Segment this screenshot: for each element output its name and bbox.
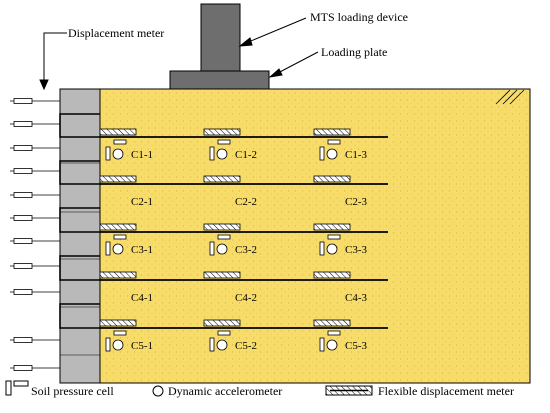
pressure-cell-horizontal-icon xyxy=(327,330,341,336)
mts-loading-device-label: MTS loading device xyxy=(310,10,408,24)
soil-surface-mark xyxy=(495,89,525,105)
pressure-cell-vertical-icon xyxy=(209,241,215,256)
flexible-displacement-meter-icon xyxy=(99,175,137,183)
sensor-label: C3-1 xyxy=(131,244,153,256)
accelerometer-icon xyxy=(112,243,124,255)
displacement-meter-icon xyxy=(13,192,33,198)
accelerometer-icon xyxy=(112,148,124,160)
loading-plate xyxy=(169,70,270,90)
accelerometer-icon xyxy=(112,339,124,351)
pressure-cell-vertical-icon xyxy=(319,337,325,352)
sensor-label: C1-1 xyxy=(131,149,153,161)
flexible-displacement-meter-icon xyxy=(99,223,137,231)
displacement-meter-icon xyxy=(13,263,33,269)
accelerometer-icon xyxy=(326,243,338,255)
mts-arrow-head xyxy=(238,37,253,47)
sensor-label: C4-3 xyxy=(345,292,368,304)
displacement-meter-icon xyxy=(13,365,33,371)
sensor-label: C4-2 xyxy=(235,292,257,304)
flexible-displacement-meter-icon xyxy=(313,319,351,327)
legend-pressure-cell-vertical-icon xyxy=(5,380,12,396)
flexible-displacement-meter-icon xyxy=(203,271,241,279)
sensor-label: C2-1 xyxy=(131,196,153,208)
soil-body xyxy=(99,88,531,384)
legend-flexible-displacement-meter: Flexible displacement meter xyxy=(378,384,514,398)
pressure-cell-vertical-icon xyxy=(319,241,325,256)
displacement-meter-leader xyxy=(43,32,67,85)
flexible-displacement-meter-icon xyxy=(203,128,241,136)
reinforcement-wrap xyxy=(59,303,100,329)
reinforcement-wrap xyxy=(59,160,100,185)
displacement-meter-label: Displacement meter xyxy=(68,26,164,40)
loading-plate-label: Loading plate xyxy=(321,45,387,59)
legend-dynamic-accelerometer: Dynamic accelerometer xyxy=(168,384,282,398)
displacement-meter-icon xyxy=(13,98,33,104)
pressure-cell-horizontal-icon xyxy=(327,234,341,240)
legend-soil-pressure-cell: Soil pressure cell xyxy=(31,384,114,398)
mts-arrow-line xyxy=(245,17,307,44)
flexible-displacement-meter-icon xyxy=(313,128,351,136)
accelerometer-icon xyxy=(326,339,338,351)
pressure-cell-horizontal-icon xyxy=(217,330,231,336)
legend-pressure-cell-horizontal-icon xyxy=(13,380,29,387)
pressure-cell-vertical-icon xyxy=(105,241,111,256)
pressure-cell-horizontal-icon xyxy=(327,139,341,145)
instrument-layer: C1-1 C1-2 C1-3C2-1 C2-2 C2-3C3-1 C3-2 C3-3C4-1… xyxy=(10,98,388,371)
flexible-displacement-meter-icon xyxy=(203,175,241,183)
pressure-cell-vertical-icon xyxy=(319,146,325,161)
flexible-displacement-meter-icon xyxy=(99,271,137,279)
pressure-cell-horizontal-icon xyxy=(217,234,231,240)
sensor-label: C5-2 xyxy=(235,340,257,352)
displacement-meter-icon xyxy=(13,121,33,127)
plate-arrow-line xyxy=(275,51,319,75)
accelerometer-icon xyxy=(216,339,228,351)
pressure-cell-vertical-icon xyxy=(209,146,215,161)
sensor-label: C5-3 xyxy=(345,340,368,352)
pressure-cell-vertical-icon xyxy=(105,146,111,161)
flexible-displacement-meter-icon xyxy=(99,319,137,327)
accelerometer-icon xyxy=(216,243,228,255)
displacement-meter-icon xyxy=(13,168,33,174)
reinforcement-wrap xyxy=(59,255,100,281)
displacement-meter-icon xyxy=(13,337,33,343)
displacement-meter-icon xyxy=(13,145,33,151)
flexible-displacement-meter-icon xyxy=(203,223,241,231)
reinforcement-wrap xyxy=(59,207,100,233)
pressure-cell-vertical-icon xyxy=(105,337,111,352)
displacement-meter-icon xyxy=(13,238,33,244)
pressure-cell-horizontal-icon xyxy=(217,139,231,145)
pressure-cell-horizontal-icon xyxy=(113,330,127,336)
sensor-label: C3-3 xyxy=(345,244,368,256)
sensor-label: C1-3 xyxy=(345,149,368,161)
flexible-displacement-meter-icon xyxy=(203,319,241,327)
mts-loading-device xyxy=(200,3,241,72)
plate-arrow-head xyxy=(268,68,283,78)
reinforcement-wrap xyxy=(59,113,100,138)
pressure-cell-horizontal-icon xyxy=(113,234,127,240)
displacement-meter-icon xyxy=(13,289,33,295)
sensor-label: C2-2 xyxy=(235,196,257,208)
sensor-label: C1-2 xyxy=(235,149,257,161)
pressure-cell-vertical-icon xyxy=(209,337,215,352)
pressure-cell-horizontal-icon xyxy=(113,139,127,145)
flexible-displacement-meter-icon xyxy=(99,128,137,136)
accelerometer-icon xyxy=(326,148,338,160)
displacement-meter-arrow-head xyxy=(39,79,49,91)
legend-accelerometer-icon xyxy=(152,385,164,397)
flexible-displacement-meter-icon xyxy=(313,271,351,279)
sensor-label: C5-1 xyxy=(131,340,153,352)
sensor-label: C4-1 xyxy=(131,292,153,304)
accelerometer-icon xyxy=(216,148,228,160)
sensor-label: C3-2 xyxy=(235,244,257,256)
sensor-label: C2-3 xyxy=(345,196,368,208)
displacement-meter-icon xyxy=(13,215,33,221)
wall-panels xyxy=(59,88,101,384)
flexible-displacement-meter-icon xyxy=(313,175,351,183)
flexible-displacement-meter-icon xyxy=(313,223,351,231)
legend: Soil pressure cell Dynamic accelerometer… xyxy=(5,380,514,398)
